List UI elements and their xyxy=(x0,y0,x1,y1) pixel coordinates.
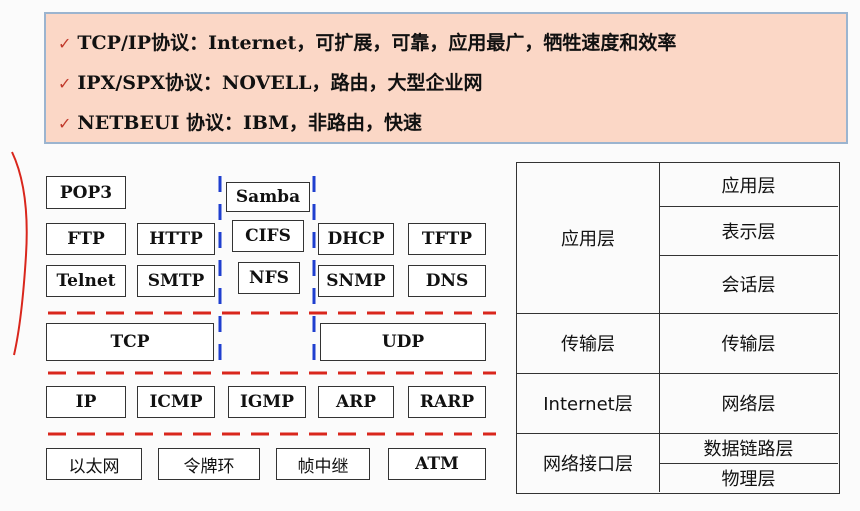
check-icon: ✓ xyxy=(58,34,72,53)
tcpip-layer-internet: Internet层 xyxy=(543,394,633,415)
protocol-box-igmp: IGMP xyxy=(228,386,306,418)
protocol-box-rarp: RARP xyxy=(408,386,486,418)
osi-layer-presentation: 表示层 xyxy=(721,221,776,243)
osi-layer-data-link: 数据链路层 xyxy=(703,439,794,460)
table-divider xyxy=(659,463,838,464)
osi-layer-physical: 物理层 xyxy=(721,468,776,490)
protocol-box-samba: Samba xyxy=(226,182,310,212)
protocol-box-ftp: FTP xyxy=(46,223,126,255)
table-divider xyxy=(517,373,838,374)
protocol-box-tftp: TFTP xyxy=(408,223,486,255)
protocol-box-http: HTTP xyxy=(137,223,215,255)
layer-comparison-table: 应用层 传输层 Internet层 网络接口层 应用层 表示层 会话层 传输层 … xyxy=(516,162,840,494)
note-tcpip: ✓TCP/IP协议：Internet，可扩展，可靠，应用最广，牺牲速度和效率 xyxy=(58,32,677,54)
protocol-notes-panel: ✓TCP/IP协议：Internet，可扩展，可靠，应用最广，牺牲速度和效率 ✓… xyxy=(44,12,848,144)
tcpip-layer-transport: 传输层 xyxy=(561,334,615,355)
protocol-box-dhcp: DHCP xyxy=(318,223,394,255)
osi-layer-session: 会话层 xyxy=(721,275,776,296)
osi-layer-network: 网络层 xyxy=(721,394,776,415)
check-icon: ✓ xyxy=(58,74,72,93)
protocol-box-frame-relay: 帧中继 xyxy=(276,448,370,480)
protocol-box-udp: UDP xyxy=(320,323,486,361)
application-brace xyxy=(11,151,28,356)
protocol-box-atm: ATM xyxy=(388,448,486,480)
protocol-box-nfs: NFS xyxy=(238,262,300,294)
protocol-box-snmp: SNMP xyxy=(318,265,394,297)
table-divider xyxy=(659,163,660,492)
table-divider xyxy=(659,206,838,207)
note-netbeui: ✓NETBEUI 协议：IBM，非路由，快速 xyxy=(58,112,422,134)
osi-layer-transport: 传输层 xyxy=(721,334,776,355)
protocol-box-ip: IP xyxy=(46,386,126,418)
protocol-box-icmp: ICMP xyxy=(137,386,215,418)
protocol-box-ethernet: 以太网 xyxy=(46,448,142,480)
tcpip-layer-application: 应用层 xyxy=(561,229,615,250)
protocol-box-dns: DNS xyxy=(408,265,486,297)
protocol-box-token-ring: 令牌环 xyxy=(158,448,260,480)
protocol-box-pop3: POP3 xyxy=(46,176,126,209)
table-divider xyxy=(517,433,838,434)
protocol-box-tcp: TCP xyxy=(46,323,214,361)
osi-layer-application: 应用层 xyxy=(721,175,776,197)
protocol-box-arp: ARP xyxy=(318,386,394,418)
protocol-box-cifs: CIFS xyxy=(232,220,304,252)
protocol-box-smtp: SMTP xyxy=(137,265,215,297)
tcpip-layer-network-interface: 网络接口层 xyxy=(543,453,633,475)
check-icon: ✓ xyxy=(58,114,72,133)
table-divider xyxy=(659,255,838,256)
note-ipxspx: ✓IPX/SPX协议：NOVELL，路由，大型企业网 xyxy=(58,72,483,94)
table-divider xyxy=(517,313,838,314)
protocol-box-telnet: Telnet xyxy=(46,265,126,297)
